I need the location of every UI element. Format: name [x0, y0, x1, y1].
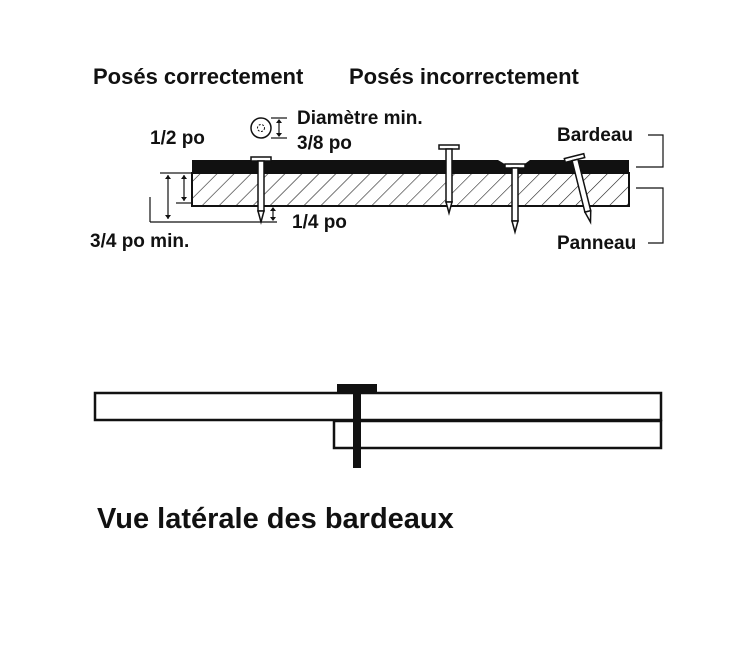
- side-nail-shank: [353, 392, 361, 468]
- upper-shingle-board: [93, 391, 663, 422]
- half-inch-dimension: [176, 172, 192, 204]
- shingle-callout-line: [636, 134, 664, 168]
- correct-nail: [250, 156, 272, 225]
- incorrect-nail-angled: [563, 152, 592, 225]
- nail-head-circle-icon: [250, 117, 272, 139]
- shingle-layer: [192, 160, 629, 173]
- lower-shingle-board: [332, 419, 663, 450]
- label-diameter-min: Diamètre min.: [297, 108, 423, 129]
- heading-correct: Posés correctement: [93, 64, 304, 89]
- label-shingle: Bardeau: [557, 125, 633, 146]
- panel-layer: [191, 172, 630, 207]
- label-panel: Panneau: [557, 233, 636, 254]
- label-three-eighths: 3/8 po: [297, 133, 352, 154]
- incorrect-nail-high: [438, 144, 460, 216]
- diameter-dimension: [271, 117, 287, 139]
- three-quarter-dimension: [149, 172, 277, 223]
- side-view-drawing: [93, 384, 663, 468]
- side-view-title: Vue latérale des bardeaux: [97, 503, 454, 535]
- label-quarter-inch: 1/4 po: [292, 212, 347, 233]
- incorrect-nail-overdriven: [504, 163, 526, 235]
- label-three-quarter-min: 3/4 po min.: [90, 231, 189, 252]
- label-half-inch: 1/2 po: [150, 128, 205, 149]
- side-nail-head: [337, 384, 377, 392]
- quarter-inch-dimension: [265, 205, 278, 221]
- panel-callout-line: [636, 187, 664, 244]
- heading-incorrect: Posés incorrectement: [349, 64, 580, 89]
